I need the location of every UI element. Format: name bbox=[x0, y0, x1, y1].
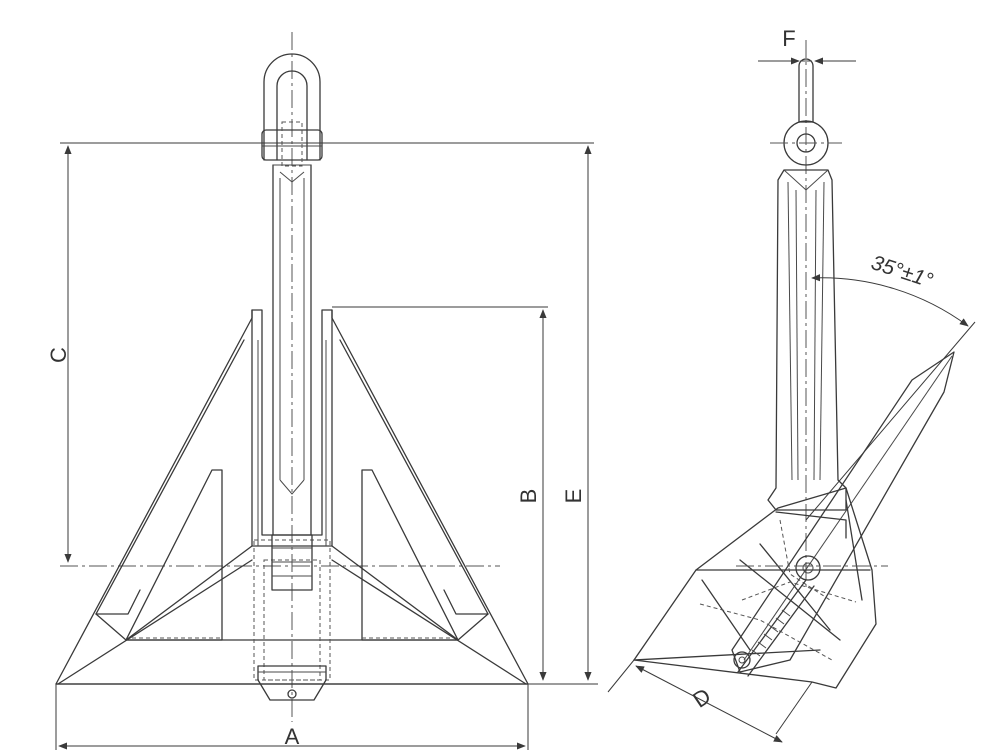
front-view: C B E A bbox=[46, 32, 598, 750]
side-shackle bbox=[770, 58, 842, 166]
dimension-e: E bbox=[561, 145, 592, 681]
label-d: D bbox=[688, 683, 715, 713]
front-shank bbox=[272, 164, 312, 536]
angle-label: 35°±1° bbox=[868, 251, 935, 292]
side-view: F 35°±1° bbox=[607, 26, 976, 743]
angle-dimension: 35°±1° bbox=[805, 251, 976, 521]
label-c: C bbox=[46, 347, 71, 363]
dimension-d: D bbox=[607, 659, 813, 743]
dimension-b: B bbox=[332, 306, 598, 685]
front-shackle bbox=[261, 53, 323, 167]
dimension-f: F bbox=[758, 26, 856, 65]
label-b: B bbox=[516, 489, 541, 504]
dimension-a: A bbox=[55, 684, 529, 750]
label-e: E bbox=[561, 489, 586, 504]
dimension-c: C bbox=[46, 142, 594, 563]
side-shank bbox=[767, 169, 847, 511]
label-a: A bbox=[285, 724, 300, 749]
front-fluke bbox=[55, 309, 529, 701]
label-f: F bbox=[782, 26, 795, 51]
side-bolt bbox=[733, 579, 815, 677]
